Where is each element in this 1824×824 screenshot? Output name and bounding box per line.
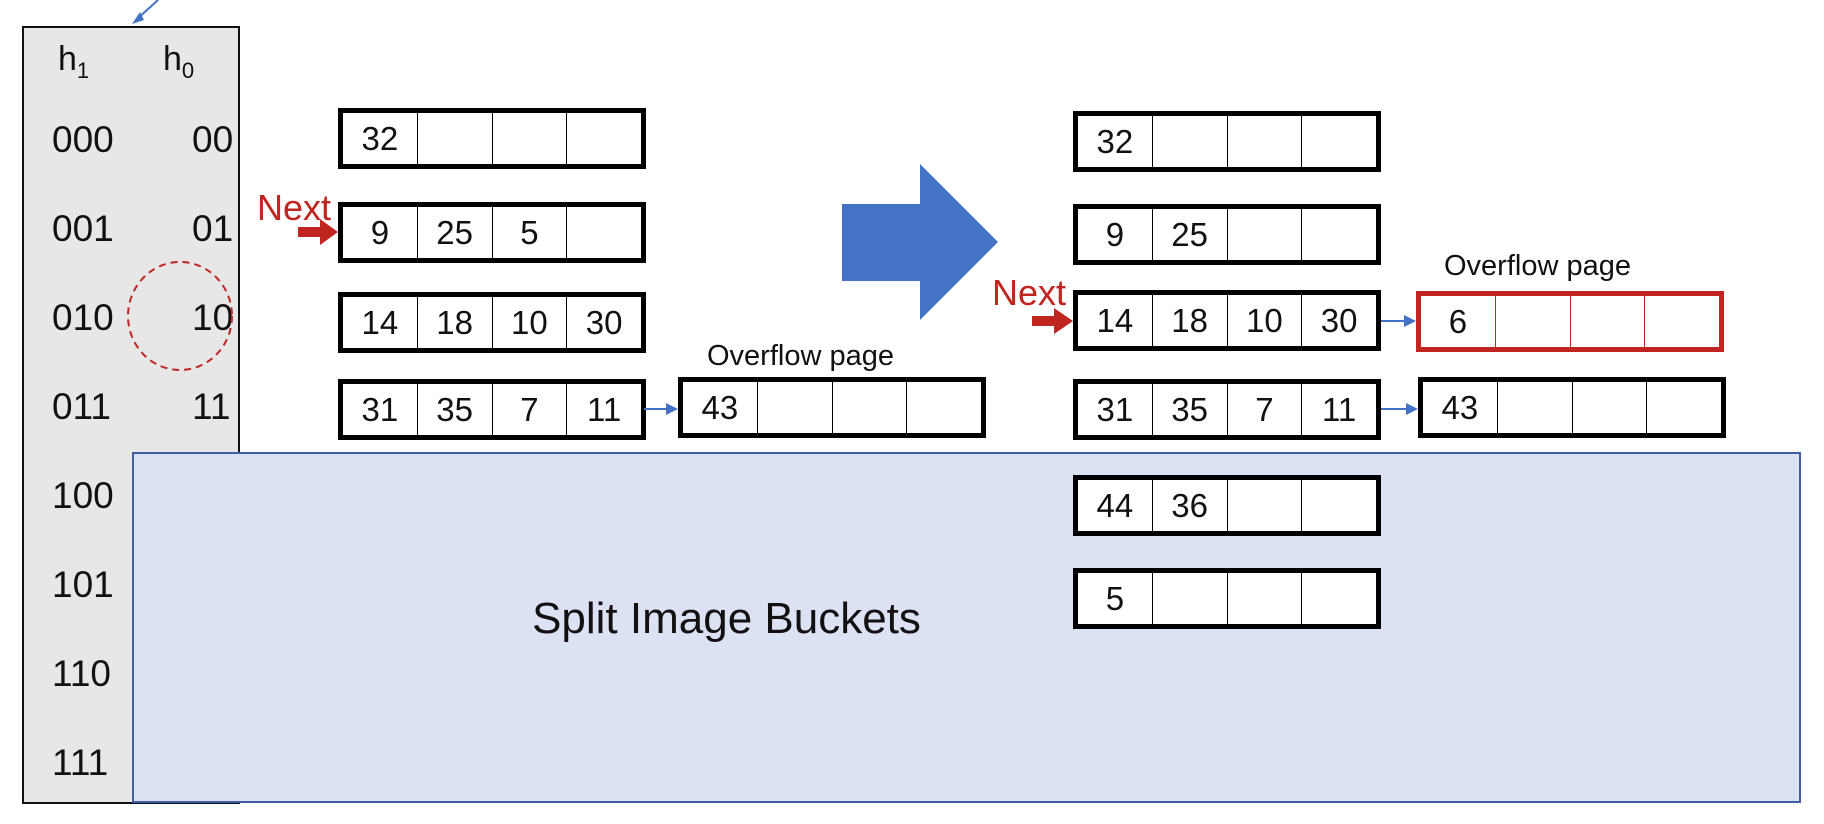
bucket-cell — [1301, 480, 1376, 531]
bucket-after-000: 32 — [1073, 111, 1381, 172]
bucket-cell: 10 — [1226, 295, 1302, 346]
bucket-cell — [1226, 573, 1302, 624]
bucket-cell: 14 — [361, 303, 399, 341]
bucket-cell: 9 — [370, 213, 390, 251]
split-image-buckets-label: Split Image Buckets — [532, 594, 921, 643]
bucket-after-100: 44 36 — [1073, 475, 1381, 536]
bucket-cell — [1151, 573, 1227, 624]
h1-value: 001 — [52, 208, 114, 249]
bucket-cell — [1226, 480, 1302, 531]
overflow-page-label: Overflow page — [707, 340, 894, 372]
bucket-cell — [906, 382, 981, 433]
bucket-cell — [756, 382, 832, 433]
bucket-cell: 43 — [701, 388, 739, 426]
bucket-cell: 11 — [1301, 384, 1376, 435]
bucket-cell: 5 — [491, 207, 567, 258]
bucket-cell — [1301, 573, 1376, 624]
bucket-after-101: 5 — [1073, 568, 1381, 629]
bucket-after-010: 14 18 10 30 — [1073, 290, 1381, 351]
bucket-after-011: 31 35 7 11 — [1073, 379, 1381, 440]
bucket-cell: 32 — [361, 119, 399, 157]
overflow-link-head — [1406, 403, 1418, 415]
bucket-cell: 6 — [1448, 302, 1468, 340]
bucket-cell — [1644, 296, 1719, 347]
next-arrow-before — [298, 219, 338, 245]
next-pointer-label-before: Next — [257, 187, 332, 228]
bucket-cell — [491, 113, 567, 164]
overflow-page-after: 43 — [1418, 377, 1726, 438]
overflow-page-new: 6 — [1416, 291, 1724, 352]
bucket-cell: 30 — [1301, 295, 1376, 346]
bucket-before-00: 32 — [338, 108, 646, 169]
bucket-cell: 35 — [1151, 384, 1227, 435]
split-image-buckets-region: Split Image Buckets — [132, 452, 1801, 803]
bucket-cell — [1226, 116, 1302, 167]
bucket-cell: 18 — [1151, 295, 1227, 346]
bucket-cell: 31 — [1096, 390, 1134, 428]
overflow-page-before: 43 — [678, 377, 986, 438]
h1-value: 110 — [52, 653, 111, 694]
h1-value: 100 — [52, 475, 114, 516]
bucket-before-10: 14 18 10 30 — [338, 292, 646, 353]
bucket-cell: 43 — [1441, 388, 1479, 426]
bucket-cell — [1569, 296, 1645, 347]
bucket-cell — [1496, 382, 1572, 433]
bucket-cell: 18 — [416, 297, 492, 348]
bucket-cell — [1494, 296, 1570, 347]
h1-value: 101 — [52, 564, 114, 605]
bucket-cell: 14 — [1096, 301, 1134, 339]
bucket-cell — [416, 113, 492, 164]
overflow-link-head — [1404, 315, 1416, 327]
bucket-before-11: 31 35 7 11 — [338, 379, 646, 440]
bucket-cell — [1646, 382, 1721, 433]
bucket-cell — [1571, 382, 1647, 433]
transition-arrow — [842, 164, 998, 320]
h0-value: 00 — [192, 119, 234, 160]
bucket-before-01: 9 25 5 — [338, 202, 646, 263]
bucket-cell — [566, 207, 641, 258]
bucket-cell — [831, 382, 907, 433]
bucket-cell: 25 — [416, 207, 492, 258]
overflow-link-head — [666, 403, 678, 415]
h0-header: h0 — [163, 40, 195, 83]
h1-value: 011 — [52, 386, 111, 427]
bucket-after-001: 9 25 — [1073, 204, 1381, 265]
bucket-cell: 32 — [1096, 122, 1134, 160]
bucket-cell: 44 — [1096, 486, 1134, 524]
bucket-cell: 5 — [1105, 579, 1125, 617]
bucket-cell — [1301, 209, 1376, 260]
bucket-cell: 36 — [1151, 480, 1227, 531]
h1-header: h1 — [58, 40, 90, 83]
h1-value: 000 — [52, 119, 114, 160]
bucket-cell — [1301, 116, 1376, 167]
next-arrow-after — [1032, 308, 1073, 334]
bucket-cell: 9 — [1105, 215, 1125, 253]
bucket-cell: 10 — [491, 297, 567, 348]
bucket-cell — [1226, 209, 1302, 260]
h1-value: 111 — [52, 742, 109, 783]
h1-value: 010 — [52, 297, 114, 338]
bucket-cell: 7 — [491, 384, 567, 435]
bucket-cell: 31 — [361, 390, 399, 428]
h0-value: 10 — [192, 297, 234, 338]
bucket-cell — [1151, 116, 1227, 167]
bucket-cell: 7 — [1226, 384, 1302, 435]
overflow-page-label: Overflow page — [1444, 250, 1631, 282]
bucket-cell — [566, 113, 641, 164]
highlight-circle — [127, 261, 233, 371]
bucket-cell: 25 — [1151, 209, 1227, 260]
pointer-arrowhead — [132, 12, 144, 24]
h0-value: 01 — [192, 208, 234, 249]
bucket-cell: 11 — [566, 384, 641, 435]
h0-value: 11 — [192, 386, 231, 427]
next-pointer-label-after: Next — [992, 272, 1067, 313]
bucket-cell: 30 — [566, 297, 641, 348]
bucket-cell: 35 — [416, 384, 492, 435]
